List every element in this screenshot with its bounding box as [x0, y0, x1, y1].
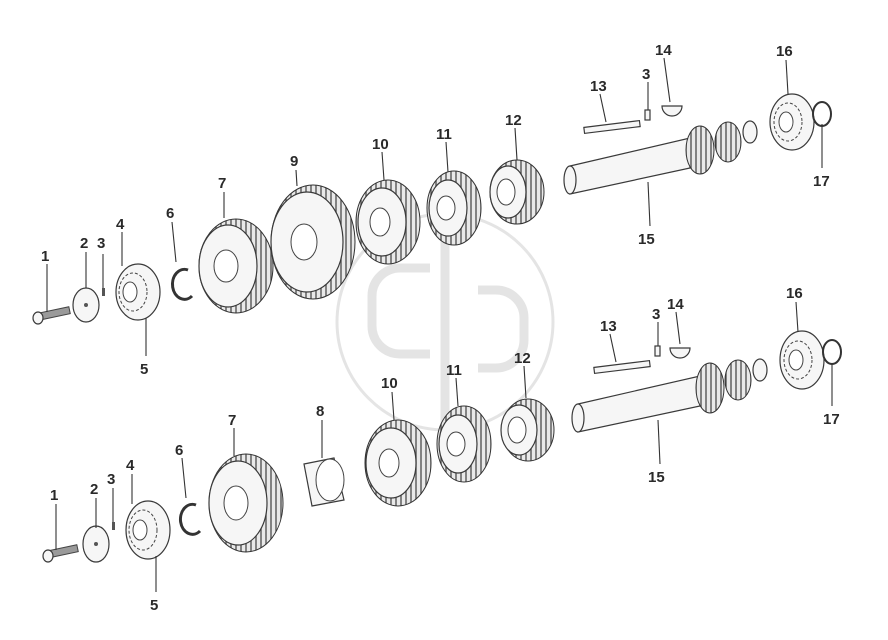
- bottom-part-13-rod: [593, 359, 651, 375]
- top-label-10: 10: [372, 136, 389, 153]
- bottom-part-12-gear: [500, 398, 555, 462]
- bottom-label-15: 15: [648, 469, 665, 486]
- top-label-11: 11: [436, 126, 452, 143]
- bottom-part-4-bearing: [125, 500, 171, 560]
- top-part-13-rod: [583, 119, 641, 135]
- top-label-16: 16: [776, 43, 793, 60]
- top-part-6-circlip: [170, 267, 194, 301]
- top-label-14: 14: [655, 42, 672, 59]
- bottom-label-11: 11: [446, 362, 462, 379]
- top-part-1-bolt: [32, 306, 71, 325]
- top-label-17: 17: [813, 173, 830, 190]
- bottom-label-12: 12: [514, 350, 531, 367]
- top-part-11-gear: [426, 170, 482, 246]
- top-part-14-key: [661, 105, 683, 117]
- bottom-label-4: 4: [126, 457, 135, 474]
- top-label-1: 1: [41, 248, 49, 265]
- bottom-part-14-key: [669, 347, 691, 359]
- bottom-part-8-sleeve: [303, 457, 345, 507]
- bottom-label-13: 13: [600, 318, 617, 335]
- top-label-6: 6: [166, 205, 174, 222]
- top-part-3-pin: [102, 288, 105, 296]
- top-part-16-bearing: [769, 93, 815, 151]
- top-assembly: [32, 57, 832, 356]
- bottom-label-5: 5: [150, 597, 158, 614]
- bottom-part-3-pin-b: [654, 345, 661, 357]
- bottom-part-1-bolt: [42, 544, 79, 563]
- top-part-17-ring: [812, 101, 832, 127]
- top-label-3b: 3: [642, 66, 650, 83]
- bottom-label-1: 1: [50, 487, 58, 504]
- top-labels: 1 2 3 4 5 6 7 9 10 11 12 13 3 14 15 16 1…: [41, 42, 830, 378]
- bottom-label-16: 16: [786, 285, 803, 302]
- top-label-7: 7: [218, 175, 226, 192]
- top-part-9-gear: [270, 184, 356, 300]
- top-label-12: 12: [505, 112, 522, 129]
- bottom-label-3: 3: [107, 471, 115, 488]
- bottom-part-2-washer: [82, 525, 110, 563]
- bottom-part-11-gear: [436, 405, 492, 483]
- bottom-label-14: 14: [667, 296, 684, 313]
- top-part-15-shaft: [563, 120, 758, 195]
- top-part-3-pin-b: [644, 109, 651, 121]
- top-part-2-washer: [72, 287, 100, 323]
- top-part-7-gear: [198, 218, 274, 314]
- top-label-3: 3: [97, 235, 105, 252]
- bottom-label-6: 6: [175, 442, 183, 459]
- bottom-part-15-shaft: [571, 358, 768, 433]
- top-part-10-gear: [355, 179, 421, 265]
- top-part-12-gear: [489, 159, 545, 225]
- top-label-13: 13: [590, 78, 607, 95]
- bottom-assembly: [42, 301, 842, 592]
- bottom-part-17-ring: [822, 339, 842, 365]
- bottom-part-7-gear: [208, 453, 284, 553]
- top-label-15: 15: [638, 231, 655, 248]
- top-label-5: 5: [140, 361, 148, 378]
- bottom-label-8: 8: [316, 403, 324, 420]
- bottom-part-3-pin: [112, 522, 115, 530]
- bottom-label-2: 2: [90, 481, 98, 498]
- bottom-labels: 1 2 3 4 5 6 7 8 10 11 12 13 3 14 15 16 1…: [50, 285, 840, 614]
- bottom-label-7: 7: [228, 412, 236, 429]
- bottom-part-10-gear: [364, 419, 432, 507]
- bottom-part-16-bearing: [779, 330, 825, 390]
- bottom-label-17: 17: [823, 411, 840, 428]
- top-label-9: 9: [290, 153, 298, 170]
- top-part-4-bearing: [115, 263, 161, 321]
- bottom-label-3b: 3: [652, 306, 660, 323]
- top-label-2: 2: [80, 235, 88, 252]
- top-label-4: 4: [116, 216, 125, 233]
- bottom-label-10: 10: [381, 375, 398, 392]
- bottom-part-6-circlip: [178, 502, 202, 536]
